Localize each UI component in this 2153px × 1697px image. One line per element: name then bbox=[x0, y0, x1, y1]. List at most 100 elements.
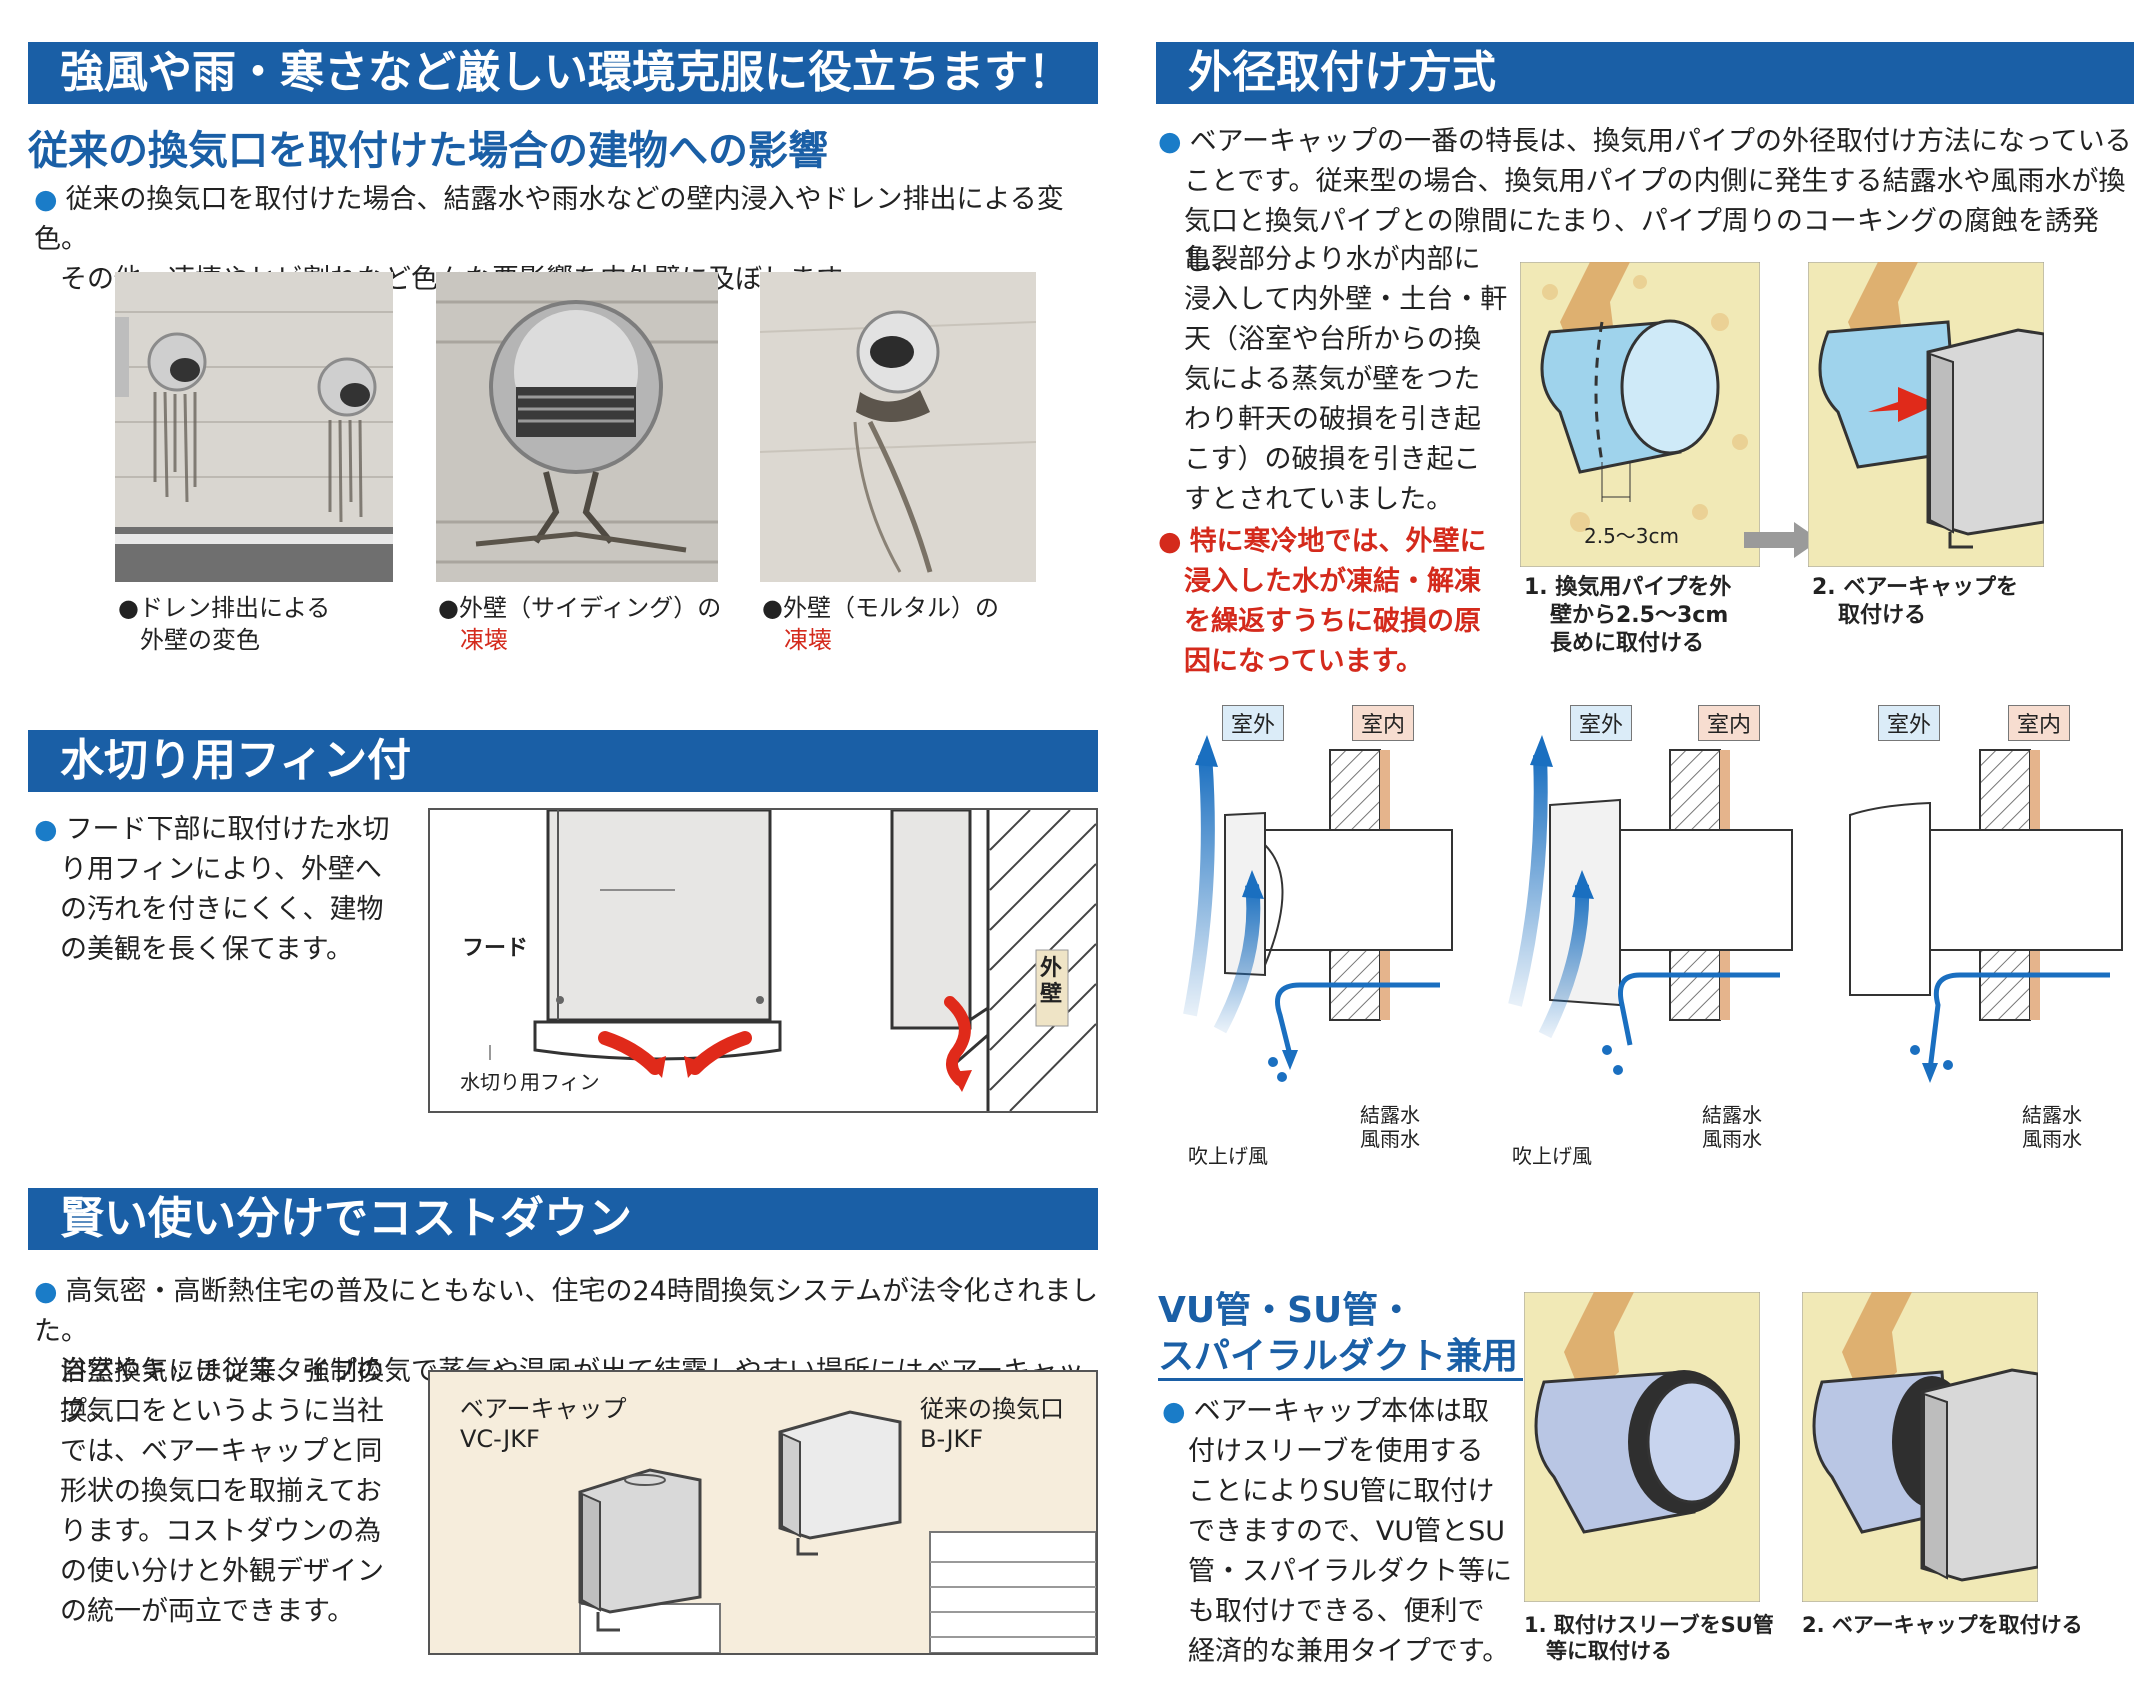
od-text-narrow: 亀裂部分より水が内部に 浸入して内外壁・土台・軒 天（浴室や台所からの換 気によ… bbox=[1184, 240, 1514, 520]
product-vc-jkf: ベアーキャップ VC-JKF bbox=[460, 1394, 627, 1454]
impact-text-line: 従来の換気口を取付けた場合、結露水や雨水などの壁内浸入やドレン排出による変色。 bbox=[34, 184, 1064, 255]
label-outside: 室外 bbox=[1878, 705, 1941, 741]
step-arrow-icon bbox=[1744, 522, 1820, 558]
step-caption-line: 1. 換気用パイプを外 bbox=[1524, 575, 1732, 600]
bullet-icon: ● bbox=[1158, 526, 1182, 557]
step-caption-line: 等に取付ける bbox=[1546, 1639, 1672, 1663]
label-inside: 室内 bbox=[2008, 705, 2071, 741]
od-text-line: 天（浴室や台所からの換 bbox=[1184, 324, 1481, 355]
costdown-text-line: の統一が両立できます。 bbox=[60, 1596, 355, 1627]
costdown-text-narrow: 自然換気には従来タイプの 換気口をというように当社 では、ベアーキャップと同 形… bbox=[60, 1352, 420, 1632]
label-inside: 室内 bbox=[1352, 705, 1415, 741]
photo-mortar-damage bbox=[760, 272, 1036, 582]
diagram-1 bbox=[1183, 735, 1453, 1082]
label-water-1: 結露水 風雨水 bbox=[1360, 1103, 1420, 1151]
label-condensation: 結露水 bbox=[1360, 1103, 1420, 1127]
vu-text-line: 付けスリーブを使用する bbox=[1188, 1436, 1484, 1467]
cold-region-warning: ●特に寒冷地では、外壁に 浸入した水が凍結・解凍 を繰返すうちに破損の原 因にな… bbox=[1158, 522, 1508, 682]
title-line: スパイラルダクト兼用 bbox=[1158, 1336, 1519, 1377]
caption-line: 凍壊 bbox=[784, 626, 832, 654]
label-inside: 室内 bbox=[1698, 705, 1761, 741]
label-water-2: 結露水 風雨水 bbox=[1702, 1103, 1762, 1151]
costdown-text-line: 換気口をというように当社 bbox=[60, 1396, 384, 1427]
step-caption-line: 取付ける bbox=[1838, 603, 1927, 628]
label-condensation: 結露水 bbox=[2022, 1103, 2082, 1127]
banner-fin: 水切り用フィン付 bbox=[28, 730, 1098, 792]
costdown-text-line: では、ベアーキャップと同 bbox=[60, 1436, 383, 1467]
warning-line: 因になっています。 bbox=[1184, 646, 1423, 677]
title-underline bbox=[1158, 1378, 1523, 1381]
product-name: ベアーキャップ bbox=[460, 1395, 627, 1423]
caption-line: 外壁の変色 bbox=[140, 626, 260, 654]
sleeve-step2-caption: 2. ベアーキャップを取付ける bbox=[1802, 1612, 2083, 1638]
warning-line: を繰返すうちに破損の原 bbox=[1184, 606, 1481, 637]
vu-text-line: 管・スパイラルダクト等に bbox=[1188, 1556, 1512, 1587]
label-hood: フード bbox=[462, 936, 529, 961]
label-rainwater: 風雨水 bbox=[1702, 1127, 1762, 1151]
caption-photo-2: ●外壁（サイディング）の 凍壊 bbox=[438, 592, 721, 656]
step2-illustration bbox=[1808, 262, 2044, 567]
product-model: B-JKF bbox=[920, 1425, 984, 1453]
od-text-line: 気による蒸気が壁をつた bbox=[1184, 364, 1481, 395]
product-model: VC-JKF bbox=[460, 1425, 540, 1453]
sleeve-step1-caption: 1. 取付けスリーブをSU管 等に取付ける bbox=[1524, 1612, 1774, 1664]
step1-caption: 1. 換気用パイプを外 壁から2.5～3cm 長めに取付ける bbox=[1524, 574, 1731, 658]
label-rainwater: 風雨水 bbox=[2022, 1127, 2082, 1151]
product-comparison: ベアーキャップ VC-JKF 従来の換気口 B-JKF bbox=[428, 1370, 1098, 1655]
bullet-icon: ● bbox=[34, 814, 58, 845]
od-text-line: 浸入して内外壁・土台・軒 bbox=[1184, 284, 1508, 315]
od-text-line: 気口と換気パイプとの隙間にたまり、パイプ周りのコーキングの腐蝕を誘発し、 bbox=[1184, 206, 2100, 277]
fin-text-line: の汚れを付きにくく、建物 bbox=[60, 894, 384, 925]
diagram-3 bbox=[1849, 749, 2123, 1083]
banner-outer-diameter: 外径取付け方式 bbox=[1156, 42, 2134, 104]
caption-photo-3: ●外壁（モルタル）の 凍壊 bbox=[762, 592, 999, 656]
warning-line: 特に寒冷地では、外壁に bbox=[1189, 526, 1487, 557]
od-text-line: ベアーキャップの一番の特長は、換気用パイプの外径取付け方法になっている bbox=[1189, 126, 2132, 157]
fin-text-line: り用フィンにより、外壁へ bbox=[60, 854, 382, 885]
fin-text: ●フード下部に取付けた水切 り用フィンにより、外壁へ の汚れを付きにくく、建物 … bbox=[34, 810, 414, 970]
caption-line: 凍壊 bbox=[460, 626, 508, 654]
step1-illustration: 2.5～3cm bbox=[1520, 262, 1760, 567]
label-rainwater: 風雨水 bbox=[1360, 1127, 1420, 1151]
od-text-line: こす）の破損を引き起こ bbox=[1184, 444, 1481, 475]
diagram-2 bbox=[1508, 735, 1793, 1075]
fin-text-line: フード下部に取付けた水切 bbox=[65, 814, 390, 845]
title-vu-su: VU管・SU管・ スパイラルダクト兼用 bbox=[1158, 1288, 1518, 1380]
costdown-text-line: 形状の換気口を取揃えてお bbox=[60, 1476, 382, 1507]
od-text-line: わり軒天の破損を引き起 bbox=[1184, 404, 1481, 435]
od-text-line: 亀裂部分より水が内部に bbox=[1184, 244, 1481, 275]
bullet-icon: ● bbox=[34, 1276, 58, 1307]
photo-drain-discoloration bbox=[115, 272, 393, 582]
label-outside: 室外 bbox=[1222, 705, 1285, 741]
costdown-text-line: ります。コストダウンの為 bbox=[60, 1516, 382, 1547]
fin-text-line: の美観を長く保てます。 bbox=[60, 934, 353, 965]
caption-line: ●外壁（サイディング）の bbox=[438, 594, 722, 622]
costdown-text-line: 自然換気には従来タイプの bbox=[60, 1356, 384, 1387]
step-caption-line: 壁から2.5～3cm bbox=[1550, 603, 1729, 628]
step-caption-line: 2. ベアーキャップを bbox=[1812, 575, 2019, 600]
label-condensation: 結露水 bbox=[1702, 1103, 1762, 1127]
vu-text-line: ことによりSU管に取付け bbox=[1188, 1476, 1495, 1507]
subtitle-impact: 従来の換気口を取付けた場合の建物への影響 bbox=[28, 128, 828, 174]
vu-text-line: も取付けできる、便利で bbox=[1188, 1596, 1485, 1627]
bullet-icon: ● bbox=[1162, 1396, 1186, 1427]
label-water-3: 結露水 風雨水 bbox=[2022, 1103, 2082, 1151]
sleeve-step1-illustration bbox=[1524, 1292, 1760, 1602]
caption-line: ●ドレン排出による bbox=[118, 594, 331, 622]
product-name: 従来の換気口 bbox=[920, 1395, 1064, 1423]
product-b-jkf: 従来の換気口 B-JKF bbox=[920, 1394, 1064, 1454]
label-outer-wall: 外壁 bbox=[1040, 956, 1063, 1007]
step-caption-line: 1. 取付けスリーブをSU管 bbox=[1524, 1613, 1774, 1637]
label-updraft: 吹上げ風 bbox=[1512, 1144, 1592, 1168]
bullet-icon: ● bbox=[1158, 126, 1182, 157]
banner-environment: 強風や雨・寒さなど厳しい環境克服に役立ちます！ bbox=[28, 42, 1098, 104]
label-outside: 室外 bbox=[1570, 705, 1633, 741]
costdown-text-line: 高気密・高断熱住宅の普及にともない、住宅の24時間換気システムが法令化されました… bbox=[34, 1276, 1099, 1347]
vu-text-line: 経済的な兼用タイプです。 bbox=[1188, 1636, 1510, 1667]
title-line: VU管・SU管・ bbox=[1158, 1290, 1415, 1331]
od-text-line: すとされていました。 bbox=[1184, 484, 1454, 515]
banner-costdown: 賢い使い分けでコストダウン bbox=[28, 1188, 1098, 1250]
step-caption-line: 2. ベアーキャップを取付ける bbox=[1802, 1613, 2083, 1637]
vu-su-text: ●ベアーキャップ本体は取 付けスリーブを使用する ことによりSU管に取付け でき… bbox=[1162, 1392, 1522, 1672]
caption-line: ●外壁（モルタル）の bbox=[762, 594, 999, 622]
